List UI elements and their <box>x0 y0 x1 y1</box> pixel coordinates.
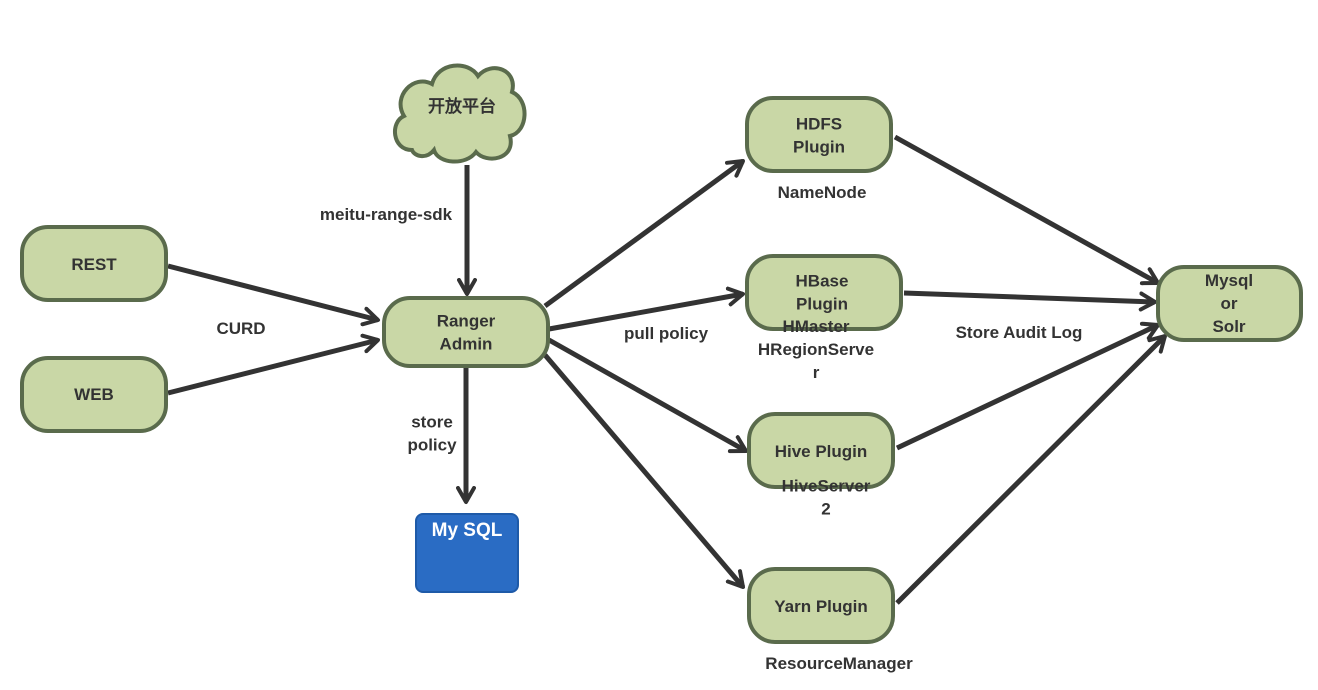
pull-policy-edge-label-line-0: pull policy <box>624 324 709 343</box>
rest-box <box>20 225 168 302</box>
yarn-plugin-label-line-0: Yarn Plugin <box>774 597 868 616</box>
mysql-or-solr-label-line-2: Solr <box>1212 317 1245 336</box>
cloud-icon <box>393 63 527 164</box>
hmaster-caption-line-1: HRegionServe <box>758 340 874 359</box>
ranger-admin-box <box>382 296 550 368</box>
hive-plugin-label: Hive Plugin <box>775 442 868 461</box>
ranger-admin-label-line-0: Ranger <box>437 312 496 331</box>
resourcemanager-caption-line-0: ResourceManager <box>765 654 913 673</box>
hmaster-caption-line-2: r <box>813 363 820 382</box>
hdfs-plugin-box <box>745 96 893 173</box>
sdk-edge-label: meitu-range-sdk <box>320 205 453 224</box>
hiveserver-caption-line-0: HiveServer <box>782 477 871 496</box>
audit-log-edge-label-line-0: Store Audit Log <box>956 323 1083 342</box>
hiveserver-caption: HiveServer 2 <box>782 477 871 519</box>
mysql-or-solr-label-line-1: or <box>1221 294 1238 313</box>
rest-node: REST <box>20 225 168 302</box>
yarn-plugin-box <box>747 567 895 644</box>
hmaster-caption-line-0: HMaster <box>782 317 849 336</box>
web-box <box>20 356 168 433</box>
yarn-plugin-node: Yarn Plugin <box>747 567 895 644</box>
edge-ranger-to-hbase <box>548 286 745 332</box>
hive-plugin-node: Hive Plugin <box>747 412 895 489</box>
cloud-node: 开放平台 <box>393 63 527 164</box>
namenode-caption: NameNode <box>778 183 867 202</box>
edge-hdfs-to-store <box>893 134 1160 286</box>
namenode-caption-line-0: NameNode <box>778 183 867 202</box>
mysql-db-label: My SQL <box>432 520 503 541</box>
rest-label-line-0: REST <box>71 255 117 274</box>
edge-rest-to-ranger <box>167 263 380 327</box>
edges <box>167 134 1167 605</box>
yarn-plugin-label: Yarn Plugin <box>774 597 868 616</box>
mysql-or-solr-label-line-0: Mysql <box>1205 271 1253 290</box>
cloud-label-line-0: 开放平台 <box>428 96 496 116</box>
mysql-db-label-line-0: My SQL <box>432 520 503 541</box>
store-policy-edge-label-line-0: store <box>411 413 453 432</box>
store-policy-edge-label-line-1: policy <box>407 436 457 455</box>
hdfs-plugin-label-line-0: HDFS <box>796 115 842 134</box>
mysql-db-box <box>415 513 519 593</box>
mysql-or-solr-box <box>1156 265 1303 342</box>
sdk-edge-label-line-0: meitu-range-sdk <box>320 205 453 224</box>
hdfs-plugin-node: HDFS Plugin <box>745 96 893 173</box>
hbase-plugin-label-line-1: Plugin <box>796 295 848 314</box>
web-node: WEB <box>20 356 168 433</box>
resourcemanager-caption: ResourceManager <box>765 654 913 673</box>
edge-ranger-to-hive <box>547 337 748 454</box>
edge-web-to-ranger <box>167 333 380 396</box>
audit-log-edge-label: Store Audit Log <box>956 323 1083 342</box>
mysql-db-node: My SQL <box>415 513 519 593</box>
edge-ranger-to-hdfs <box>543 158 745 309</box>
store-policy-edge-label: store policy <box>407 413 457 455</box>
hbase-plugin-label-line-0: HBase <box>796 272 849 291</box>
edge-hive-to-store <box>895 321 1160 451</box>
edge-hbase-to-store <box>903 290 1157 312</box>
curd-edge-label: CURD <box>216 319 265 338</box>
cloud-label: 开放平台 <box>428 96 496 116</box>
hive-plugin-box <box>747 412 895 489</box>
curd-edge-label-line-0: CURD <box>216 319 265 338</box>
hdfs-plugin-label: HDFS Plugin <box>793 115 845 157</box>
hbase-plugin-box <box>745 254 903 331</box>
ranger-admin-label-line-1: Admin <box>440 335 493 354</box>
hive-plugin-label-line-0: Hive Plugin <box>775 442 868 461</box>
hiveserver-caption-line-1: 2 <box>821 500 830 519</box>
pull-policy-edge-label: pull policy <box>624 324 709 343</box>
hdfs-plugin-label-line-1: Plugin <box>793 138 845 157</box>
rest-label: REST <box>71 255 117 274</box>
web-label: WEB <box>74 385 114 404</box>
edge-ranger-to-yarn <box>543 353 745 589</box>
edge-yarn-to-store <box>895 334 1167 605</box>
web-label-line-0: WEB <box>74 385 114 404</box>
